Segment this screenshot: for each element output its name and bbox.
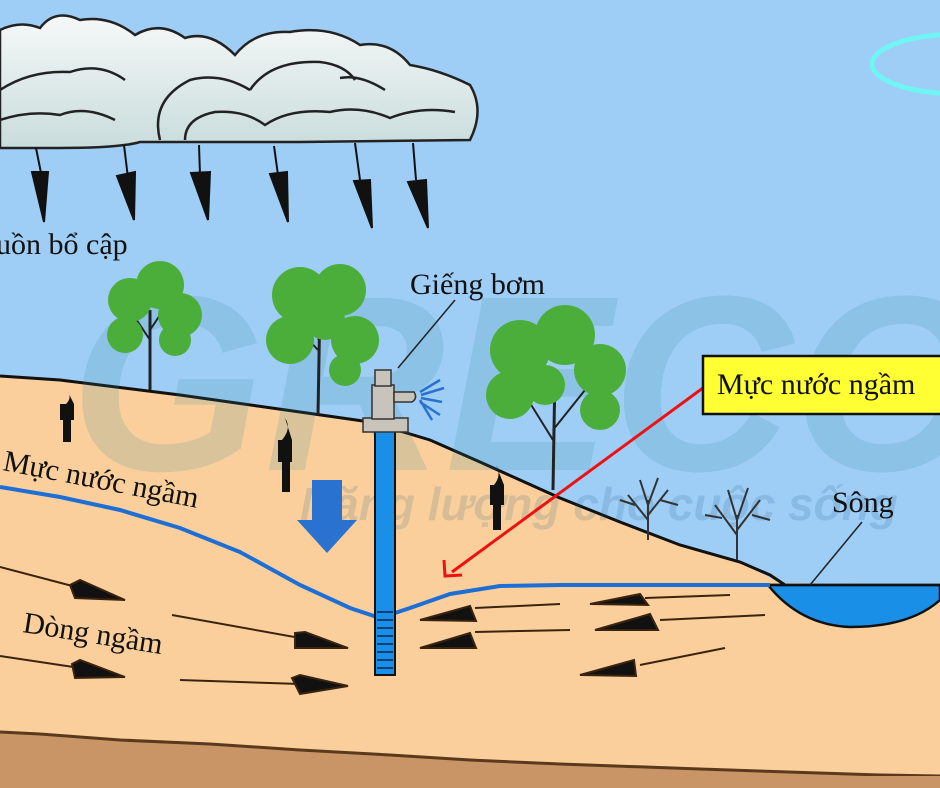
water-spray bbox=[418, 378, 445, 421]
callout-arrow-head bbox=[442, 559, 463, 578]
water-table-callout-box bbox=[701, 354, 940, 416]
label-river: Sông bbox=[832, 486, 894, 519]
bare-shrub-icon bbox=[619, 477, 679, 540]
bare-shrub-icon bbox=[704, 487, 771, 560]
pump-leader-line bbox=[397, 299, 456, 369]
down-arrow-icon bbox=[297, 480, 357, 553]
rain-arrow-icon bbox=[406, 142, 429, 229]
oval-decoration bbox=[869, 32, 940, 96]
flow-arrow-icon bbox=[594, 612, 766, 631]
tree-icon bbox=[486, 305, 626, 491]
flow-arrows-right bbox=[419, 592, 766, 678]
flow-arrow-icon bbox=[171, 614, 349, 649]
flow-arrow-icon bbox=[0, 655, 126, 680]
bedrock-boundary bbox=[0, 730, 940, 778]
watermark-slogan: Năng lượng cho cuộc sống bbox=[300, 478, 898, 530]
well-casing bbox=[374, 429, 396, 676]
ground-surface-line bbox=[0, 374, 786, 587]
rain-arrows bbox=[30, 142, 429, 229]
flow-arrow-icon bbox=[179, 673, 349, 696]
rain-cloud-icon bbox=[0, 14, 479, 150]
rain-arrow-icon bbox=[268, 145, 289, 223]
soil-layer bbox=[0, 376, 940, 788]
hand-pump-icon bbox=[362, 369, 445, 433]
flow-arrows-left bbox=[0, 566, 349, 696]
infiltration-drop-icon bbox=[60, 392, 74, 442]
flow-arrow-icon bbox=[0, 566, 126, 601]
label-water-table-callout: Mực nước ngầm bbox=[717, 368, 915, 401]
flow-arrow-icon bbox=[419, 603, 561, 623]
infiltration-drop-icon bbox=[278, 418, 292, 492]
tree-icon bbox=[107, 261, 202, 390]
flow-arrow-icon bbox=[589, 592, 731, 607]
river-water bbox=[765, 583, 940, 629]
callout-arrow bbox=[451, 383, 708, 574]
rain-arrow-icon bbox=[352, 142, 373, 229]
water-table-line bbox=[0, 485, 770, 621]
river-leader-line bbox=[809, 521, 863, 586]
rain-arrow-icon bbox=[115, 144, 137, 221]
infiltration-drop-icon bbox=[490, 465, 504, 530]
label-recharge-source: uồn bổ cập bbox=[0, 228, 128, 261]
watermark: GRECO Năng lượng cho cuộc sống bbox=[70, 244, 940, 530]
label-pump-well: Giếng bơm bbox=[410, 268, 545, 301]
flow-arrow-icon bbox=[419, 629, 571, 649]
flow-arrow-icon bbox=[579, 647, 726, 678]
tree-icon bbox=[266, 264, 379, 416]
rain-arrow-icon bbox=[189, 144, 212, 221]
rain-arrow-icon bbox=[30, 147, 50, 223]
